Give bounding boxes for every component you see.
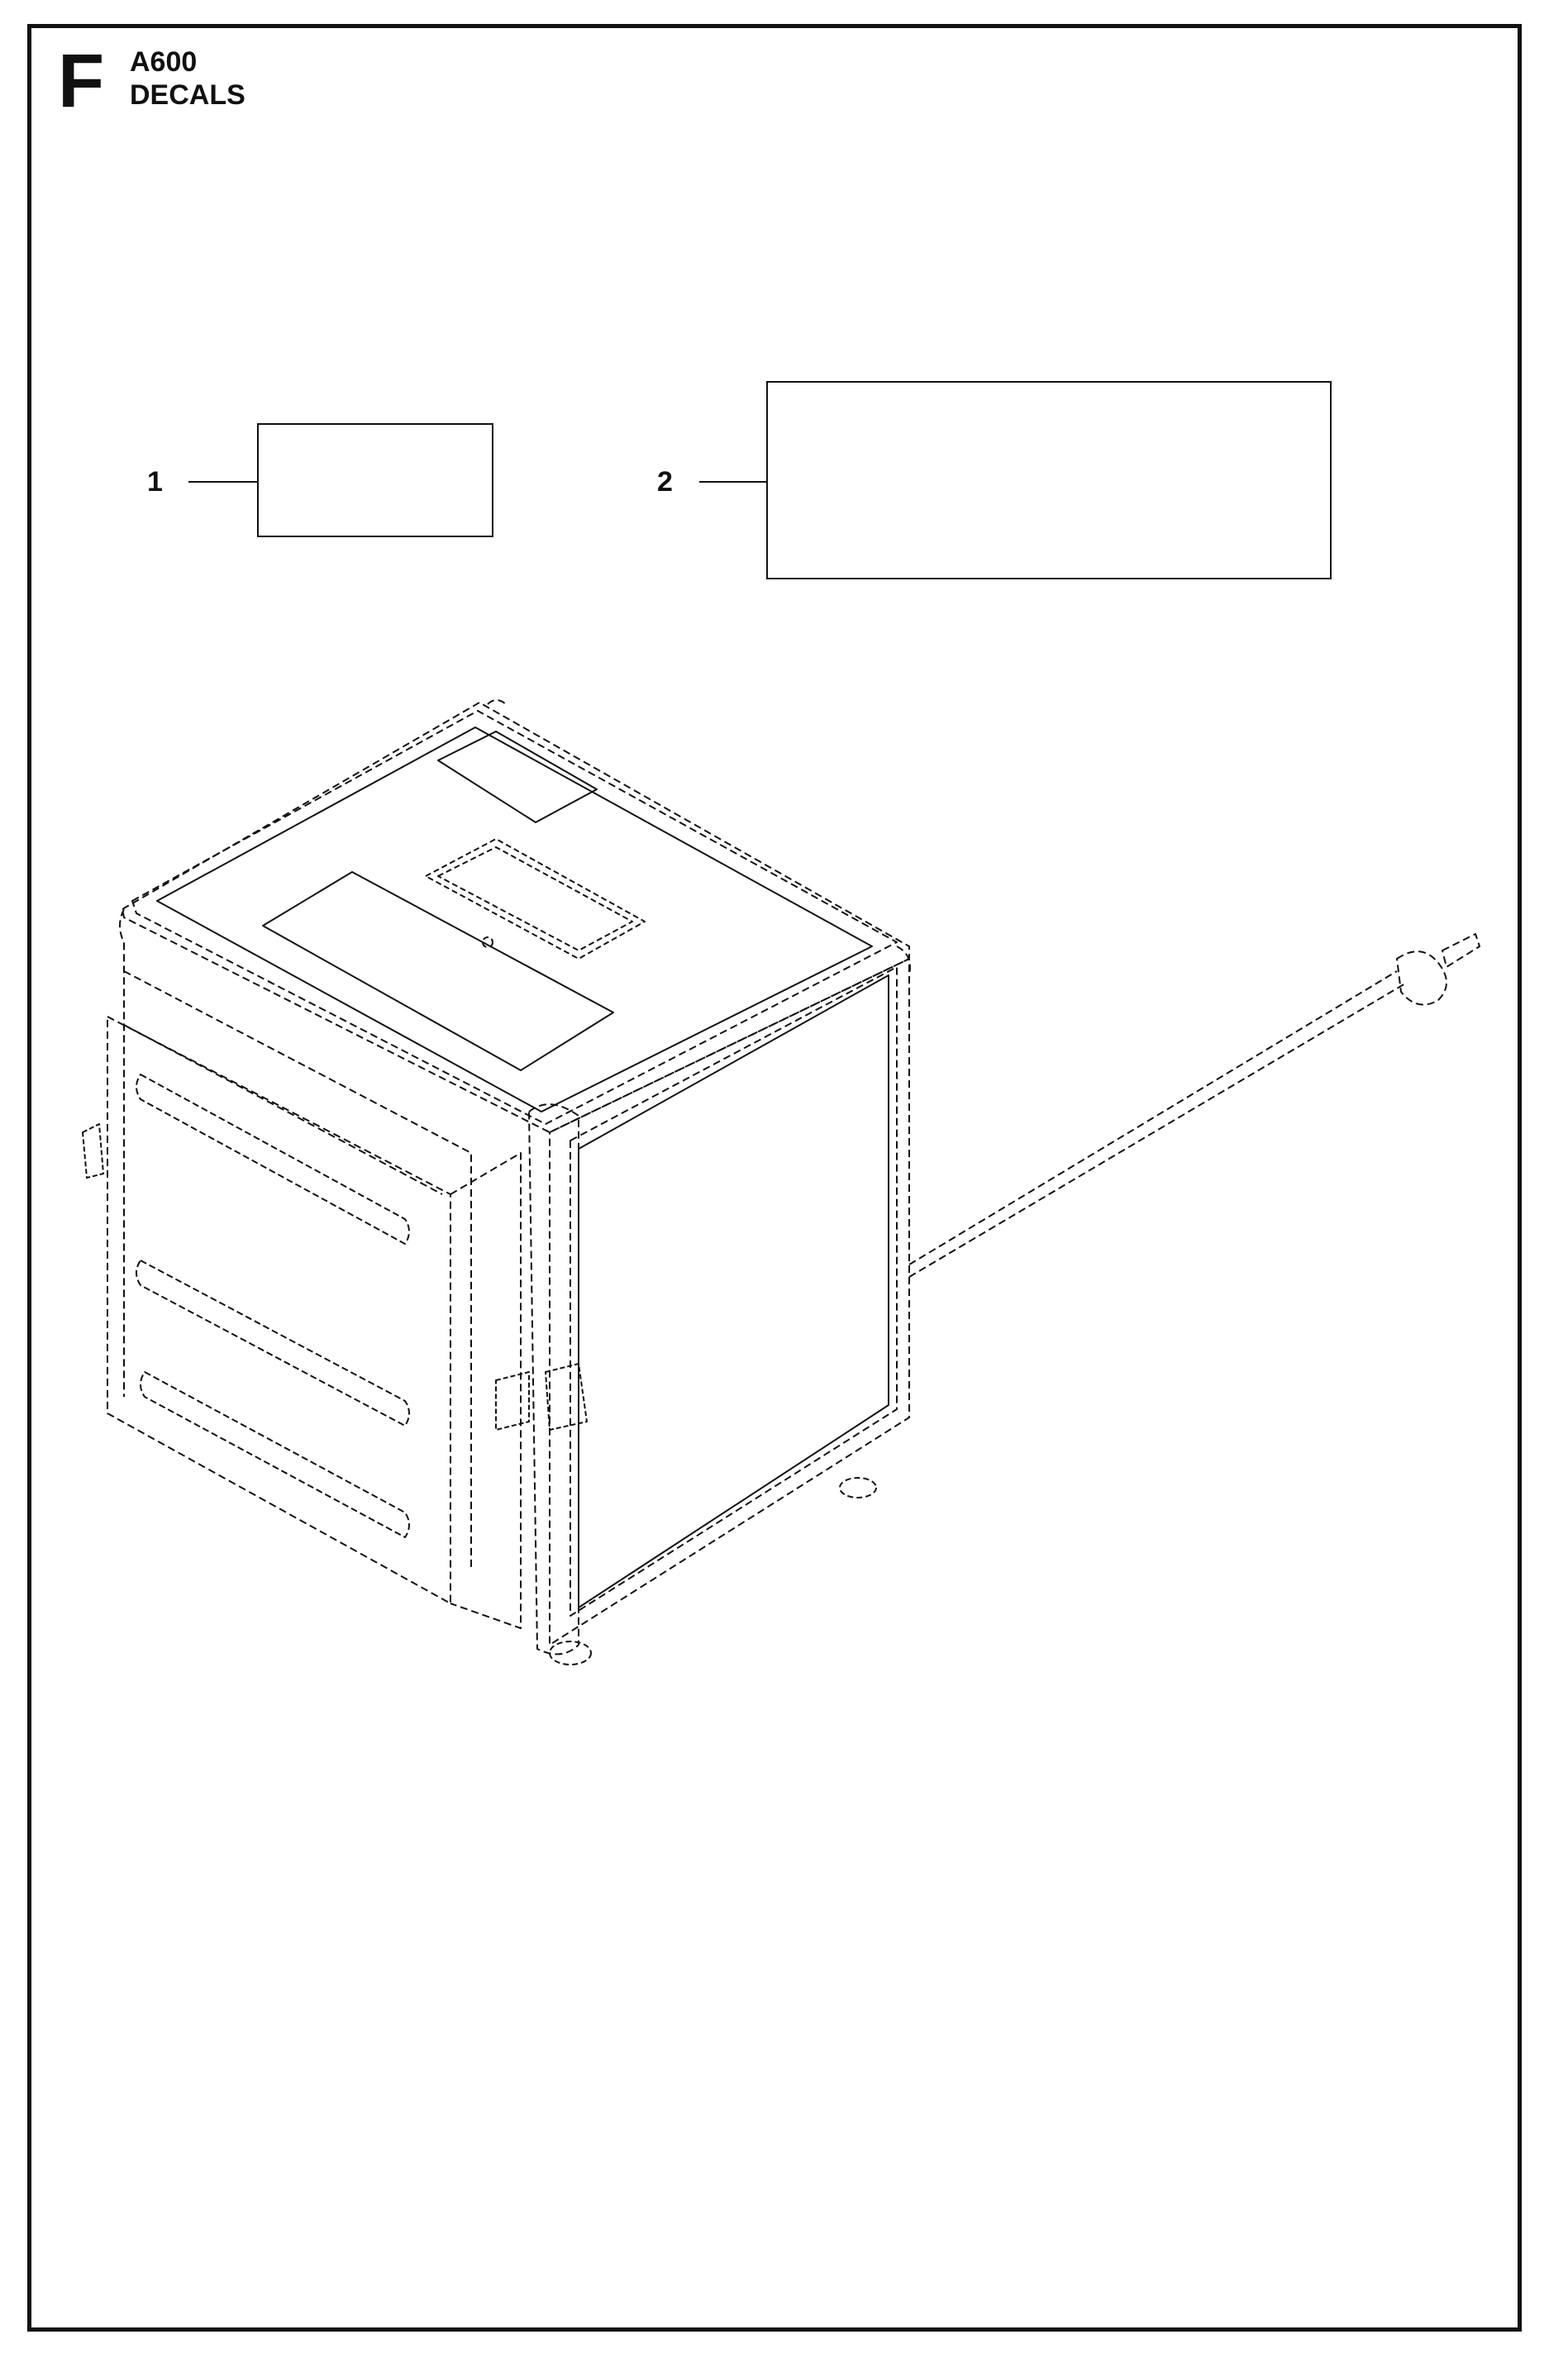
page-subtitle: DECALS: [130, 79, 245, 111]
latch-left: [82, 1123, 104, 1179]
page-border: [27, 24, 1522, 2332]
handle: [425, 838, 646, 960]
power-cable: [908, 933, 1480, 1278]
callout-number-2: 2: [657, 466, 673, 498]
decal-1-box: [257, 423, 493, 537]
callout-leader-2: [699, 481, 766, 483]
decal-area-top-small: [437, 731, 598, 823]
latch-right: [495, 1363, 588, 1431]
right-side-frame: [549, 958, 910, 1646]
drawer-slots: [136, 1074, 410, 1538]
decal-2-box: [766, 381, 1332, 579]
callout-number-1: 1: [147, 466, 163, 498]
corner-posts: [119, 908, 911, 1656]
section-letter: F: [58, 39, 105, 123]
right-side-panel: [578, 974, 889, 1608]
decal-area-top-large: [262, 871, 614, 1071]
feet: [549, 1477, 877, 1665]
model-title: A600: [130, 46, 198, 78]
top-panel: [156, 727, 873, 1112]
front-frame: [107, 970, 522, 1629]
callout-leader-1: [188, 481, 257, 483]
